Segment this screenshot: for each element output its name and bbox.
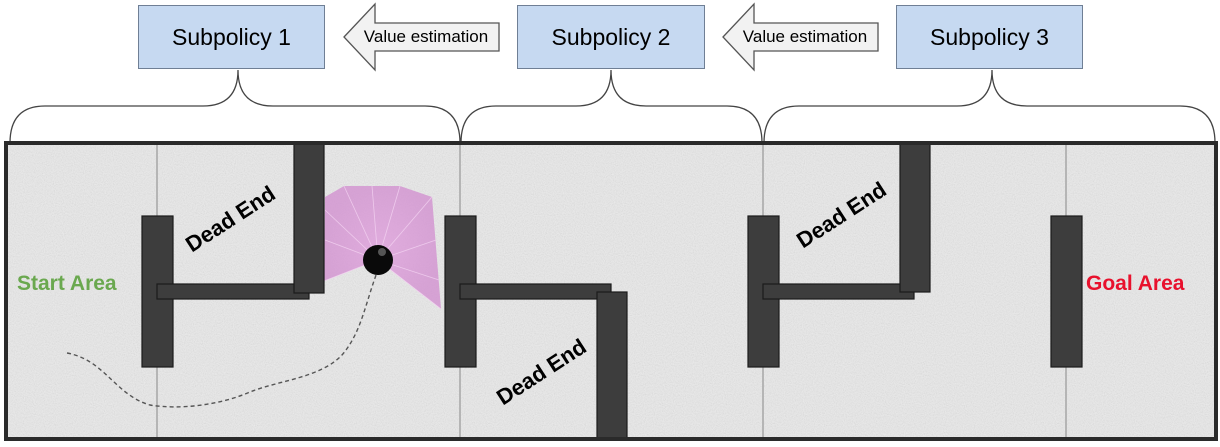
start-area-label: Start Area: [17, 272, 117, 295]
subpolicy-3-box: Subpolicy 3: [896, 5, 1083, 69]
wall: [459, 283, 612, 300]
value-estimation-arrow-2: [722, 2, 879, 72]
wall: [596, 291, 628, 440]
subpolicy-2-box: Subpolicy 2: [517, 5, 705, 69]
wall: [762, 283, 915, 300]
value-estimation-label-2: Value estimation: [742, 27, 868, 46]
wall: [293, 142, 325, 294]
agent-trajectory: [66, 269, 379, 408]
agent-highlight: [378, 248, 386, 256]
maze-border: [4, 141, 1218, 441]
goal-area-label: Goal Area: [1086, 272, 1185, 295]
value-estimation-arrow-1: [343, 2, 500, 72]
subpolicy-2-label: Subpolicy 2: [551, 23, 671, 50]
brace-subpolicy-3: [763, 69, 1216, 144]
wall: [1050, 215, 1083, 368]
subpolicy-1-label: Subpolicy 1: [172, 23, 291, 50]
value-estimation-label-1: Value estimation: [363, 27, 489, 46]
walls: [141, 142, 1083, 440]
brace-subpolicy-2: [460, 69, 763, 144]
wall: [156, 283, 310, 300]
brace-subpolicy-1: [9, 69, 461, 144]
agent: [363, 245, 393, 275]
subpolicy-3-label: Subpolicy 3: [930, 23, 1049, 50]
subpolicy-1-box: Subpolicy 1: [138, 5, 325, 69]
wall: [899, 142, 931, 293]
